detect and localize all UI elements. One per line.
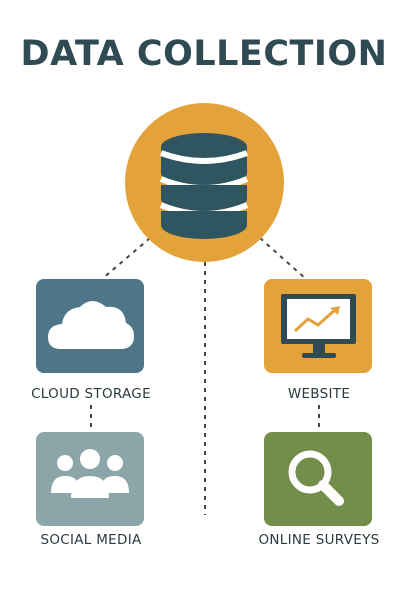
database-icon	[159, 133, 249, 239]
website-card	[264, 279, 372, 373]
social-media-card	[36, 432, 144, 526]
social-media-label: SOCIAL MEDIA	[40, 532, 142, 548]
connector-hub-cloud	[101, 237, 151, 280]
monitor-chart-icon	[281, 294, 356, 358]
cloud-storage-card	[36, 279, 144, 373]
website-label: WEBSITE	[287, 386, 351, 402]
cloud-storage-label: CLOUD STORAGE	[31, 386, 151, 402]
diagram-title: DATA COLLECTION	[20, 34, 388, 74]
people-group-icon	[51, 449, 129, 498]
connector-hub-website	[259, 237, 307, 280]
online-surveys-label: ONLINE SURVEYS	[258, 532, 380, 548]
online-surveys-card	[264, 432, 372, 526]
database-hub	[125, 103, 284, 262]
magnifier-icon	[288, 450, 344, 506]
cloud-icon	[48, 301, 134, 349]
